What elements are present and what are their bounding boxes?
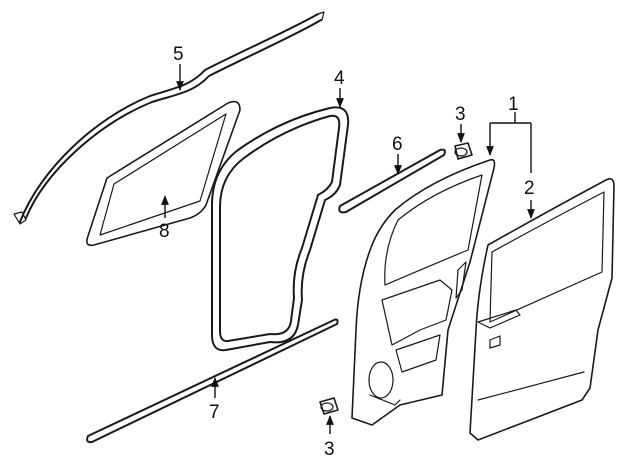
window-glass-part bbox=[86, 100, 241, 247]
door-bumper-bottom-part bbox=[319, 397, 339, 415]
belt-molding-part bbox=[338, 148, 446, 214]
callout-1: 1 bbox=[508, 94, 519, 115]
door-weatherstrip-part bbox=[211, 106, 350, 352]
callout-3-top: 3 bbox=[455, 104, 466, 125]
outer-door-panel-part bbox=[469, 178, 615, 441]
callout-6: 6 bbox=[392, 134, 403, 155]
leader-1-bracket bbox=[490, 112, 531, 155]
roof-weatherstrip-part bbox=[13, 11, 325, 225]
callout-3-bottom: 3 bbox=[324, 439, 335, 460]
callout-5: 5 bbox=[173, 44, 184, 65]
callout-7: 7 bbox=[209, 402, 220, 423]
inner-door-frame-part bbox=[351, 158, 496, 426]
callout-2: 2 bbox=[524, 178, 535, 199]
door-bumper-top-part bbox=[454, 142, 473, 160]
leader-lines bbox=[161, 64, 535, 434]
callout-8: 8 bbox=[159, 221, 170, 242]
rocker-molding-part bbox=[86, 318, 339, 444]
callout-4: 4 bbox=[334, 68, 345, 89]
